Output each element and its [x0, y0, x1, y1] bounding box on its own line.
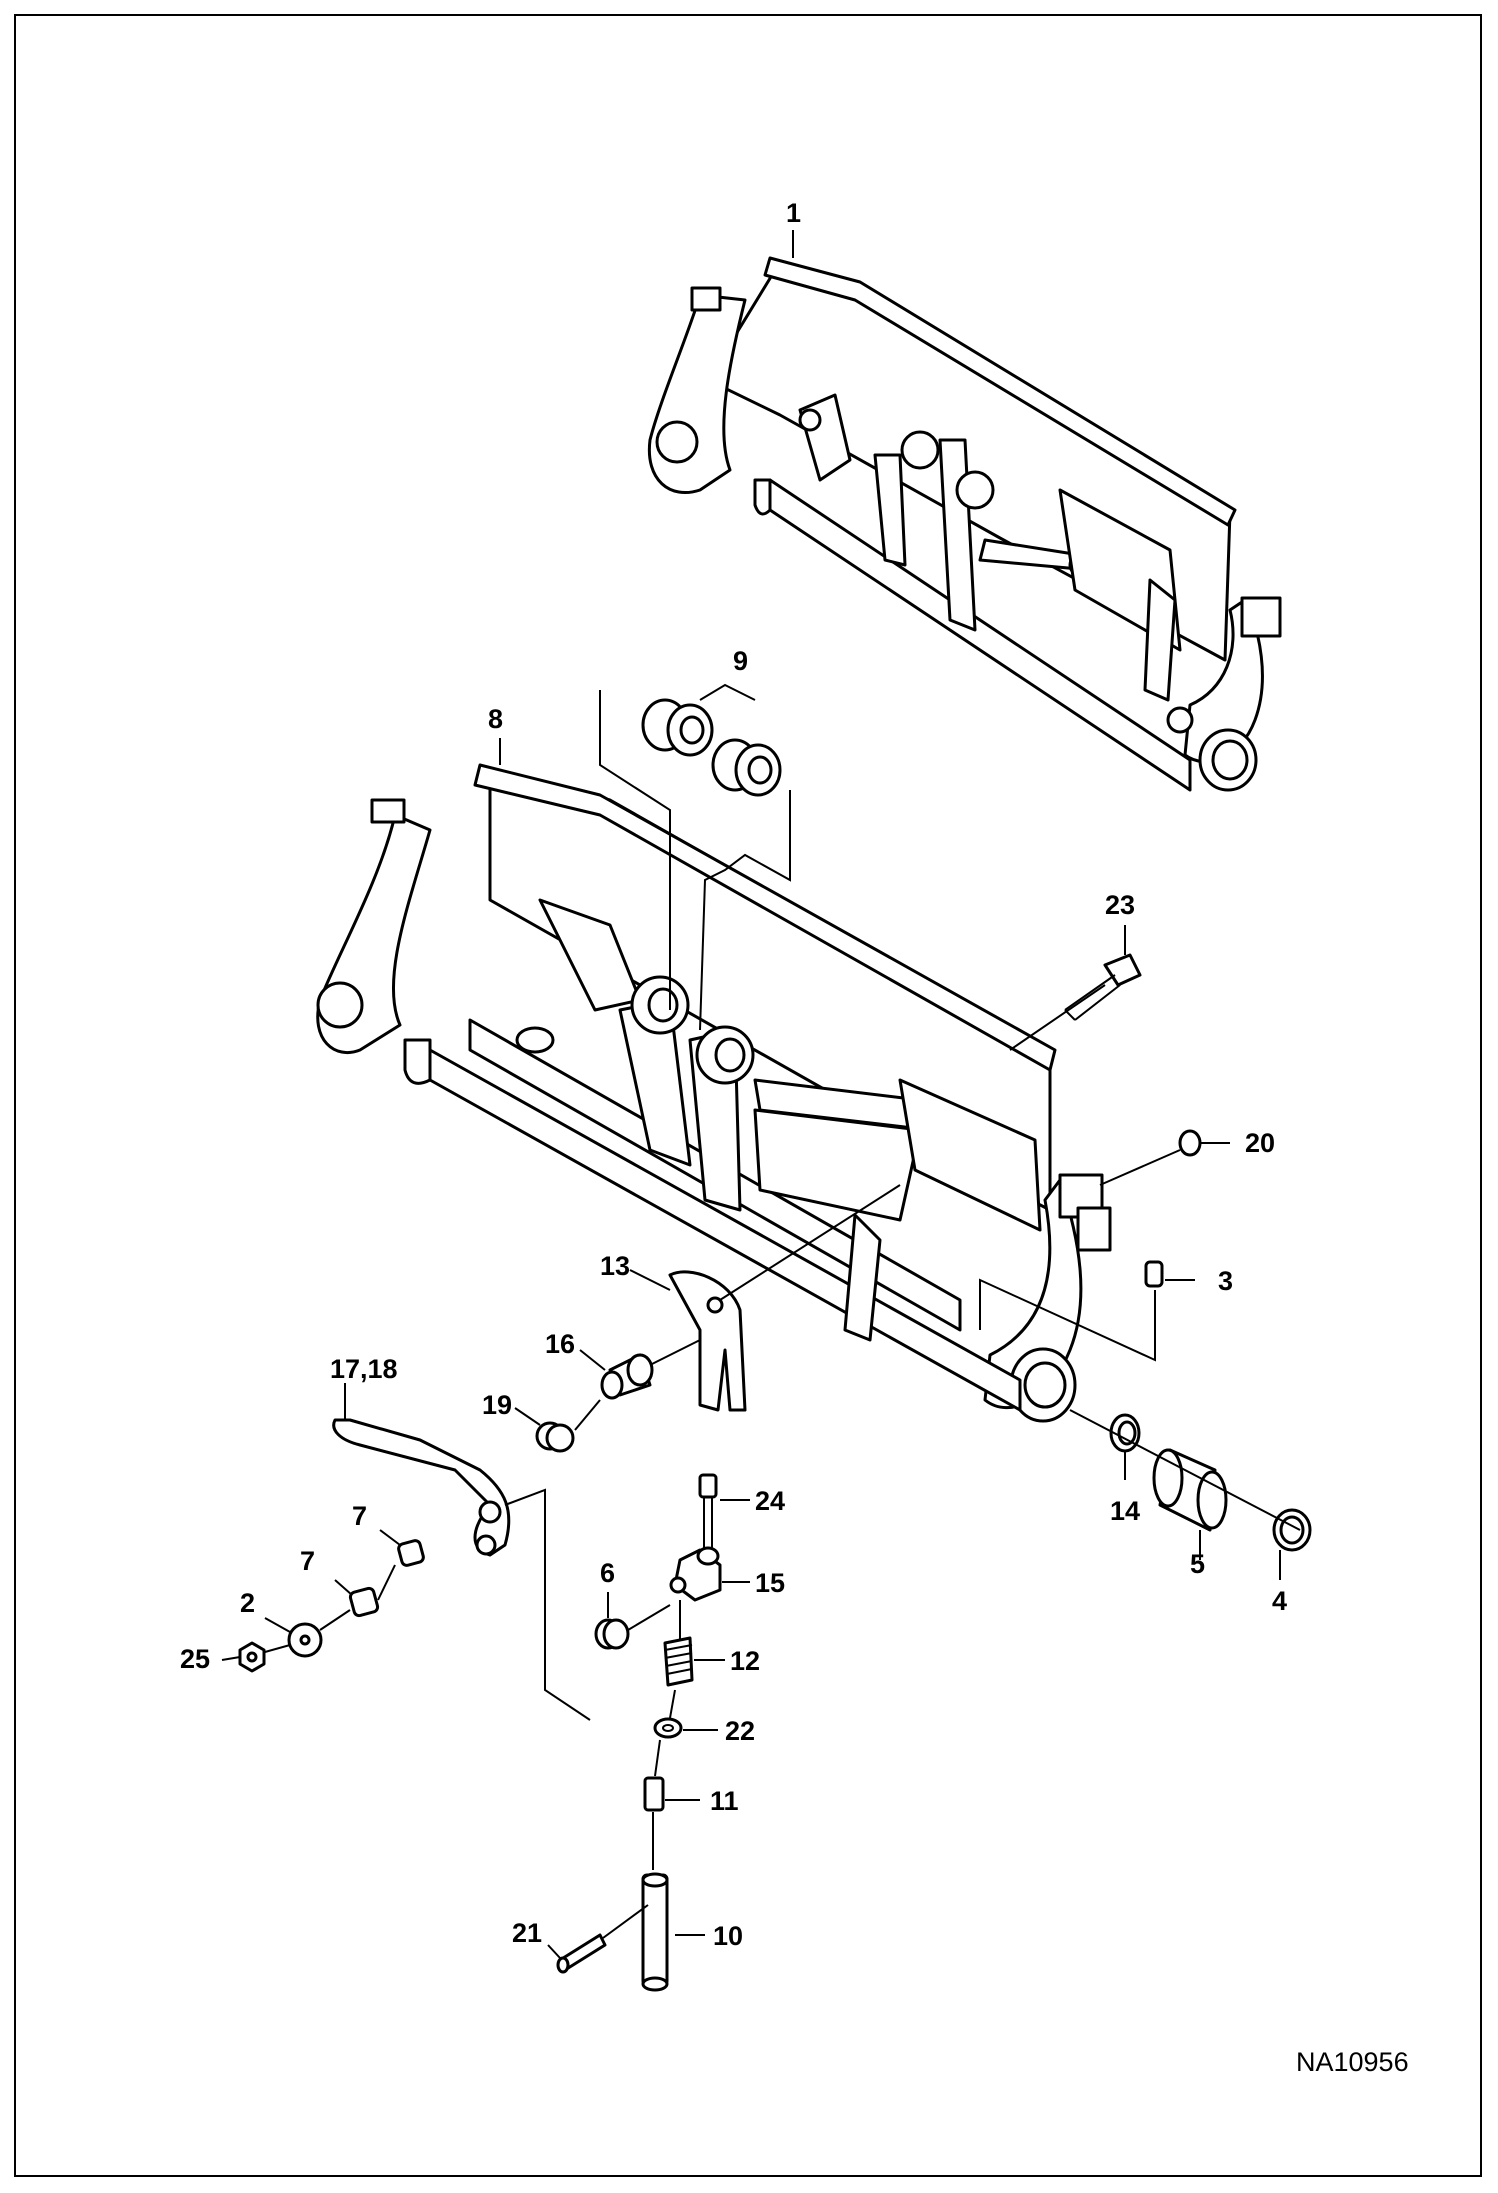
bolt-23 [1009, 925, 1142, 1051]
spacer-7 [334, 1529, 425, 1618]
bolt-24 [698, 1473, 750, 1555]
pin-11 [643, 1739, 700, 1812]
shaft-16 [579, 1339, 701, 1400]
drawing-border [14, 14, 1482, 2177]
nut-25 [221, 1641, 291, 1673]
grease-fitting-3 [979, 1260, 1195, 1362]
callout-5: 5 [1190, 1549, 1205, 1579]
callout-22: 22 [725, 1716, 755, 1746]
bushing-19 [514, 1399, 601, 1453]
callout-14: 14 [1110, 1496, 1140, 1526]
spring-12 [663, 1600, 725, 1687]
bushing-6 [594, 1592, 671, 1650]
callout-23: 23 [1105, 890, 1135, 920]
callout-24: 24 [755, 1486, 785, 1516]
callout-7b: 7 [300, 1546, 315, 1576]
handle-17-18 [332, 1383, 591, 1721]
quick-tach-assembly-upper [647, 256, 1282, 792]
block-15 [669, 1546, 750, 1602]
callout-8: 8 [488, 704, 503, 734]
callout-10: 10 [713, 1921, 743, 1951]
callout-1: 1 [786, 198, 801, 228]
callout-3: 3 [1218, 1266, 1233, 1296]
callout-2: 2 [240, 1588, 255, 1618]
frame-assembly-8 [316, 763, 1112, 1423]
callout-13: 13 [600, 1251, 630, 1281]
plate-13 [629, 1184, 901, 1412]
grease-fitting-20 [1099, 1129, 1230, 1186]
callout-16: 16 [545, 1329, 575, 1359]
callout-15: 15 [755, 1568, 785, 1598]
rod-10 [641, 1812, 705, 1992]
callout-7a: 7 [352, 1501, 367, 1531]
pin-21 [547, 1904, 649, 1974]
callout-9: 9 [733, 646, 748, 676]
callout-25: 25 [180, 1644, 210, 1674]
callout-11: 11 [710, 1786, 739, 1816]
washer-22 [653, 1689, 718, 1739]
figure-id: NA10956 [1296, 2047, 1409, 2077]
callout-17-18: 17,18 [330, 1354, 398, 1384]
bushing-9-pair [599, 690, 791, 1031]
callout-12: 12 [730, 1646, 760, 1676]
callout-19: 19 [482, 1390, 512, 1420]
callout-6: 6 [600, 1558, 615, 1588]
bushing-stack-right [1069, 1409, 1312, 1580]
leader-9 [699, 683, 756, 701]
callout-4: 4 [1272, 1586, 1287, 1616]
washer-2 [264, 1609, 351, 1658]
callout-20: 20 [1245, 1128, 1275, 1158]
callout-21: 21 [512, 1918, 542, 1948]
